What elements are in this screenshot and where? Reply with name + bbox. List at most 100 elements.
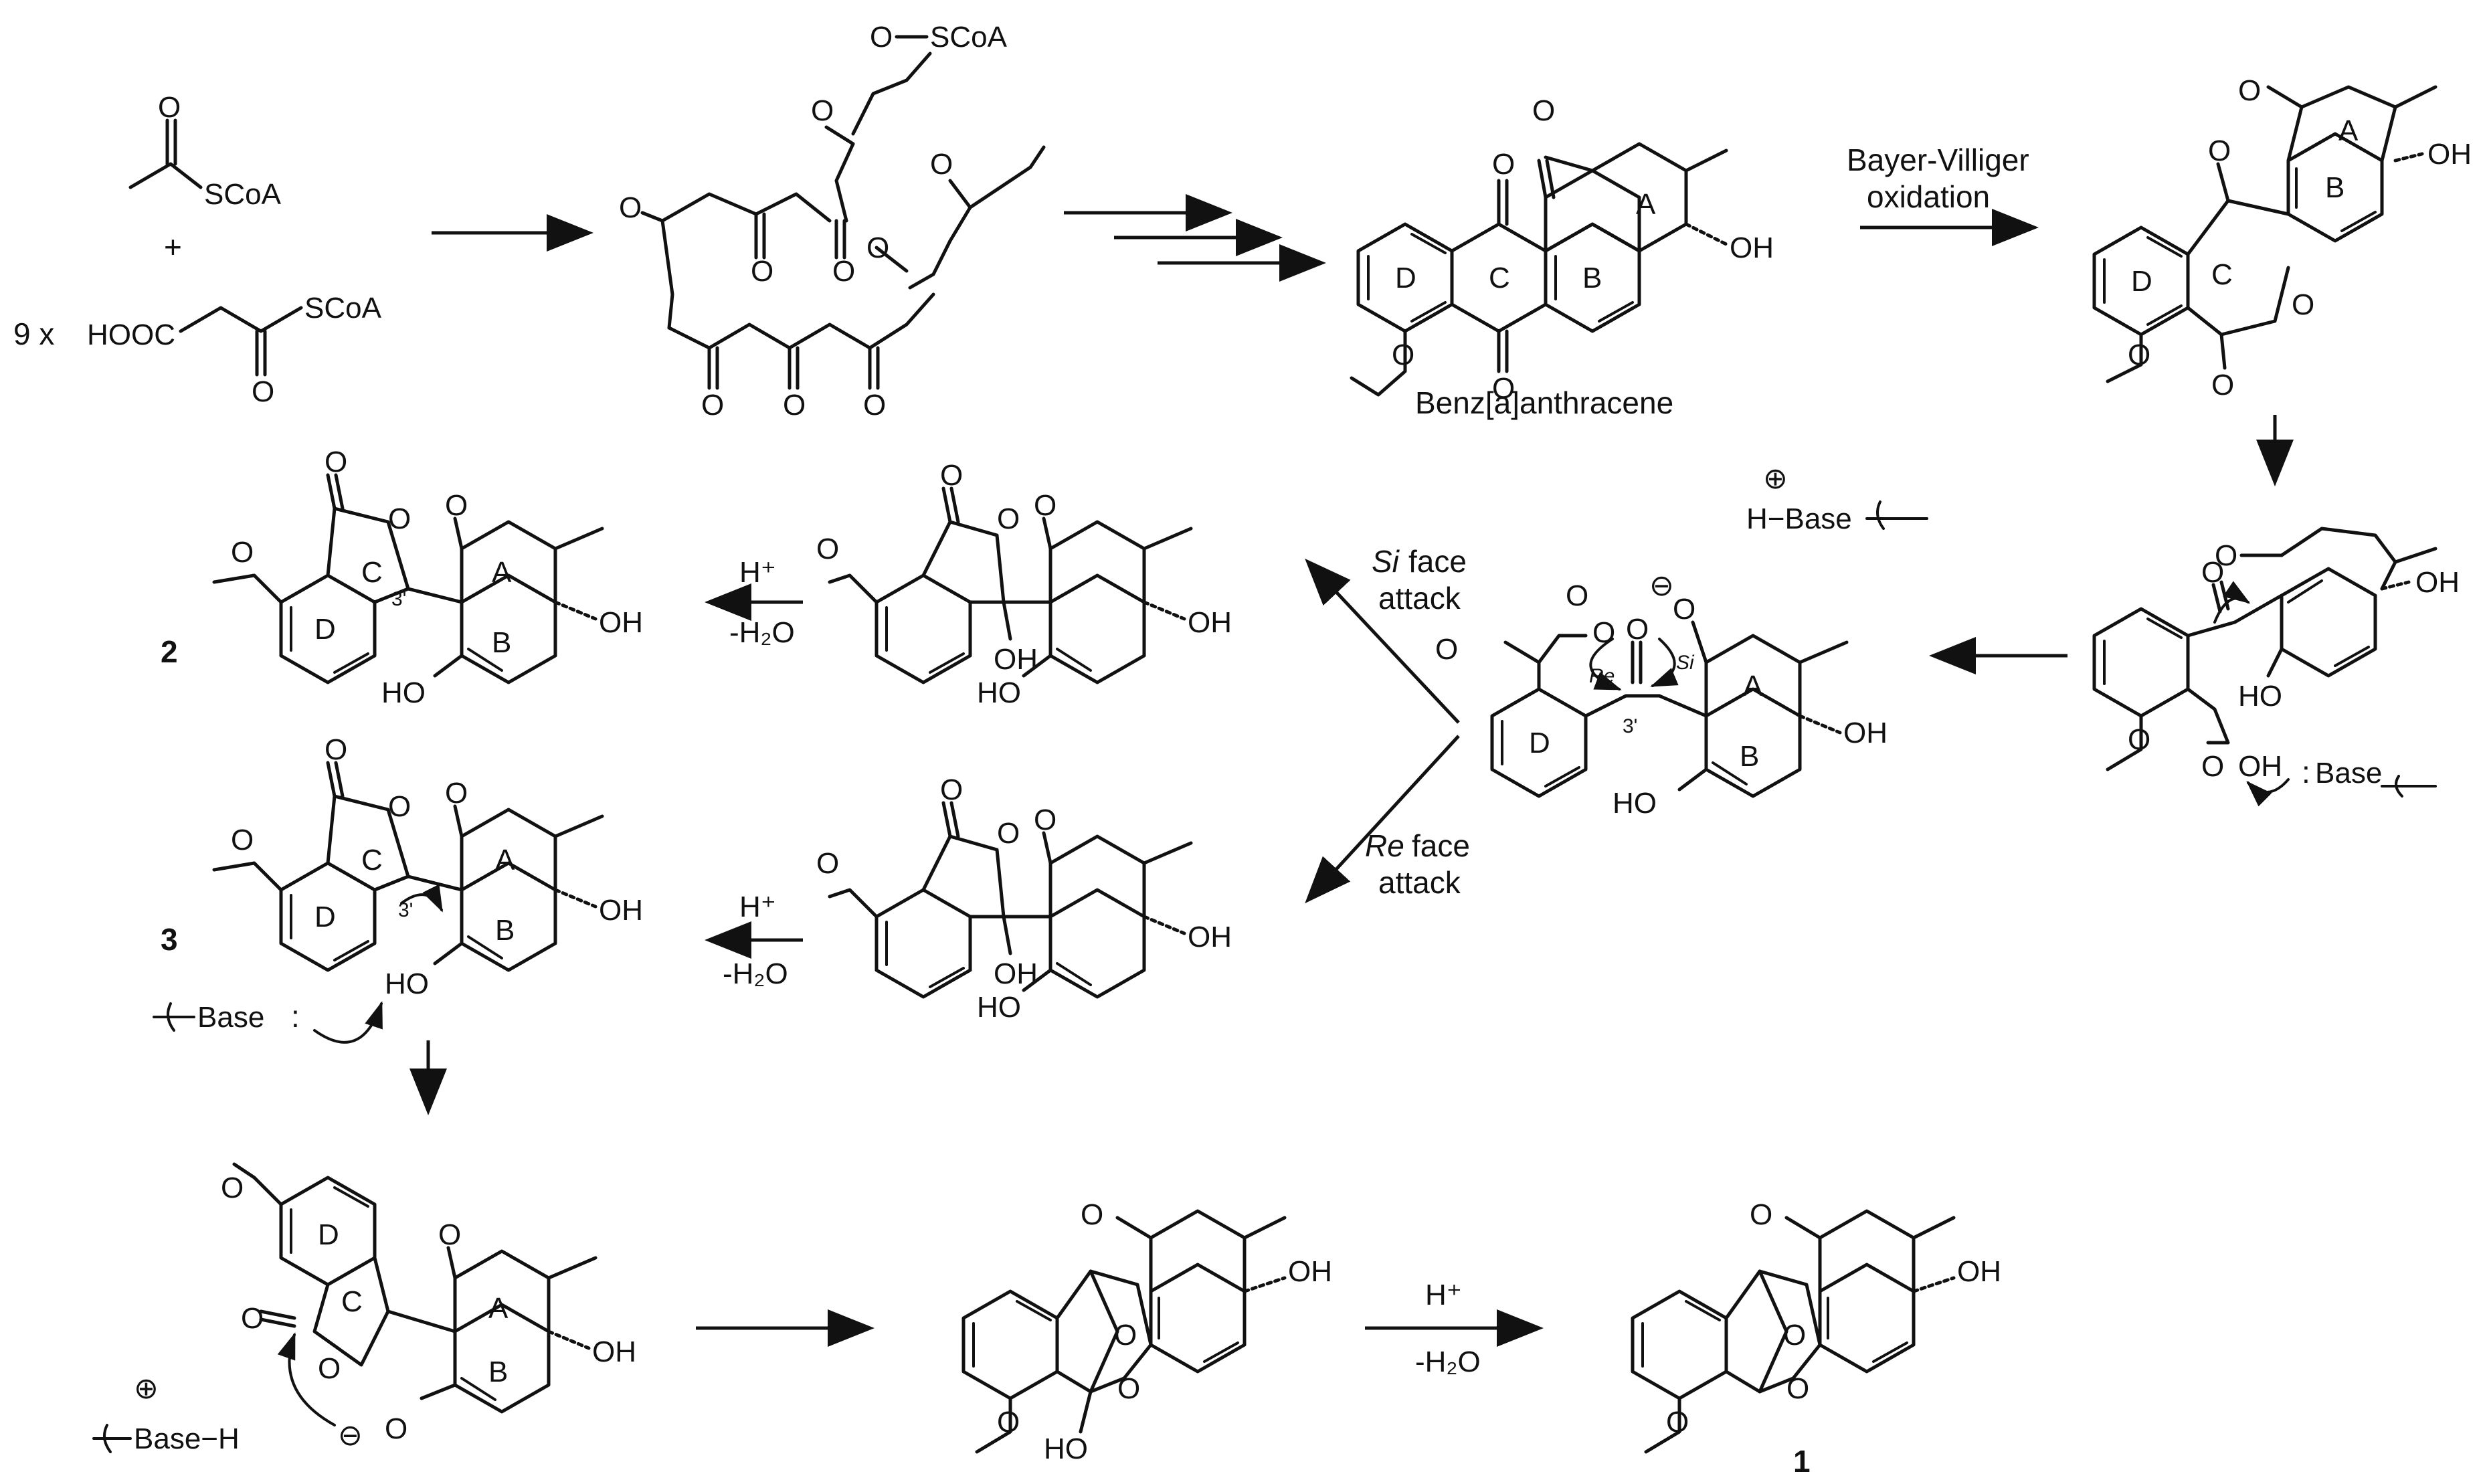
minus-h2o-label: -H₂O xyxy=(729,616,795,649)
atom-o: O xyxy=(1435,633,1458,666)
atom-o: O xyxy=(2208,134,2231,167)
atom-o: O xyxy=(863,389,886,422)
atom-o: O xyxy=(619,191,642,224)
compound-1: O O O O OH xyxy=(1631,1198,2001,1454)
h-plus-label: H⁺ xyxy=(739,891,776,923)
ring-d-label: D xyxy=(314,901,336,933)
atom-o: O xyxy=(1786,1372,1809,1405)
atom-ho: HO xyxy=(1613,787,1657,820)
si-small-label: Si xyxy=(1676,652,1695,674)
atom-o: O xyxy=(231,536,254,569)
arrow-si-face xyxy=(1305,558,1460,724)
base-h-label: Base−H xyxy=(134,1422,240,1455)
h-plus-label: H⁺ xyxy=(1425,1279,1462,1311)
atom-ho: HO xyxy=(977,676,1021,709)
atom-o: O xyxy=(2128,723,2150,756)
ring-a-label: A xyxy=(1743,670,1763,703)
si-face-label: Si xyxy=(1372,544,1400,579)
plus-charge: ⊕ xyxy=(134,1372,159,1405)
ring-a-label: A xyxy=(488,1292,509,1325)
re-face-label-2: face xyxy=(1412,828,1470,863)
atom-ho: HO xyxy=(381,676,426,709)
benz-a-anthracene: O O O OH O D C B A xyxy=(1350,94,1774,405)
arrow-stack-cyclization xyxy=(1064,194,1326,282)
lone-pair: : xyxy=(291,999,300,1034)
minus-h2o-label: -H₂O xyxy=(1415,1346,1481,1378)
atom-o: O xyxy=(1532,94,1555,127)
atom-o: O xyxy=(2238,74,2261,107)
ring-c-label: C xyxy=(2211,258,2233,291)
plus-charge: ⊕ xyxy=(1763,462,1788,495)
atom-o: O xyxy=(438,1218,461,1251)
multiplier-label: 9 x xyxy=(13,316,54,351)
atom-o: O xyxy=(1492,148,1515,181)
atom-oh: OH xyxy=(2415,566,2460,599)
atom-o: O xyxy=(1566,579,1588,612)
atom-o: O xyxy=(816,847,839,880)
keto-intermediate: O O O O ⊖ Re Si 3' O OH HO D B A xyxy=(1435,569,1888,820)
hooc-label: HOOC xyxy=(87,318,175,351)
atom-o: O xyxy=(2201,556,2224,589)
atom-o: O xyxy=(318,1352,341,1385)
atom-o: O xyxy=(385,1412,407,1445)
atom-o: O xyxy=(930,148,953,181)
atom-o: O xyxy=(1626,613,1649,646)
atom-o: O xyxy=(221,1172,244,1204)
ring-c-label: C xyxy=(361,556,383,589)
polyketide-chain: O SCoA O O O O O O O O O xyxy=(619,21,1046,422)
compound-2: O O O O OH HO D C B A 3' xyxy=(212,446,643,709)
atom-o: O xyxy=(2201,750,2224,783)
atom-ho: HO xyxy=(977,991,1021,1024)
atom-o: O xyxy=(158,91,181,124)
bv-label-line2: oxidation xyxy=(1867,179,1990,214)
minus-h2o-label: -H₂O xyxy=(723,957,788,990)
atom-o: O xyxy=(1673,593,1695,626)
three-prime-label: 3' xyxy=(398,899,413,921)
re-face-label-3: attack xyxy=(1378,865,1461,900)
phenoxide-intermediate: O O O O OH O ⊖ D C B A xyxy=(221,1162,636,1452)
re-small-label: Re xyxy=(1589,665,1615,687)
ring-b-label: B xyxy=(1582,262,1602,294)
atom-o: O xyxy=(325,446,347,478)
re-face-label: Re xyxy=(1365,828,1404,863)
scoa-label: SCoA xyxy=(304,292,382,324)
three-prime-label: 3' xyxy=(391,588,406,610)
ring-c-label: C xyxy=(341,1285,363,1318)
atom-oh: OH xyxy=(1288,1255,1332,1288)
atom-o: O xyxy=(388,502,411,535)
atom-o: O xyxy=(1666,1406,1689,1439)
ring-d-label: D xyxy=(314,613,336,646)
ring-b-label: B xyxy=(1740,740,1759,773)
base-label: Base xyxy=(2315,757,2382,790)
scoa-label: SCoA xyxy=(930,21,1008,54)
arrow-re-face xyxy=(1305,735,1460,904)
atom-o: O xyxy=(2128,339,2150,371)
ring-a-label: A xyxy=(1636,188,1656,221)
atom-o: O xyxy=(783,389,806,422)
si-hemiketal: O O O OH O OH HO xyxy=(816,459,1232,709)
atom-o: O xyxy=(870,21,893,54)
three-prime-label: 3' xyxy=(1623,715,1637,737)
atom-o: O xyxy=(701,389,724,422)
atom-oh: OH xyxy=(599,894,643,927)
bv-lactone: OH O O O O O D C B A xyxy=(2092,74,2472,401)
atom-o: O xyxy=(1034,489,1056,522)
compound-1-number: 1 xyxy=(1793,1444,1811,1479)
atom-o: O xyxy=(816,533,839,565)
minus-charge: ⊖ xyxy=(1649,569,1674,602)
atom-oh: OH xyxy=(1957,1255,2001,1288)
atom-o: O xyxy=(1081,1198,1103,1231)
atom-oh: OH xyxy=(2427,138,2472,171)
atom-ho: HO xyxy=(385,967,429,1000)
atom-oh: OH xyxy=(599,606,643,639)
scoa-label: SCoA xyxy=(204,178,282,211)
atom-o: O xyxy=(445,489,468,522)
atom-o: O xyxy=(1492,372,1515,405)
atom-oh: OH xyxy=(1188,921,1232,953)
ring-d-label: D xyxy=(1395,262,1416,294)
atom-ho: HO xyxy=(2238,680,2282,713)
ring-a-label: A xyxy=(2338,114,2359,147)
malonyl-coa: 9 x HOOC O SCoA xyxy=(13,292,382,408)
ring-opened-acid: OH O HO O O OH O : Base xyxy=(2092,527,2460,807)
